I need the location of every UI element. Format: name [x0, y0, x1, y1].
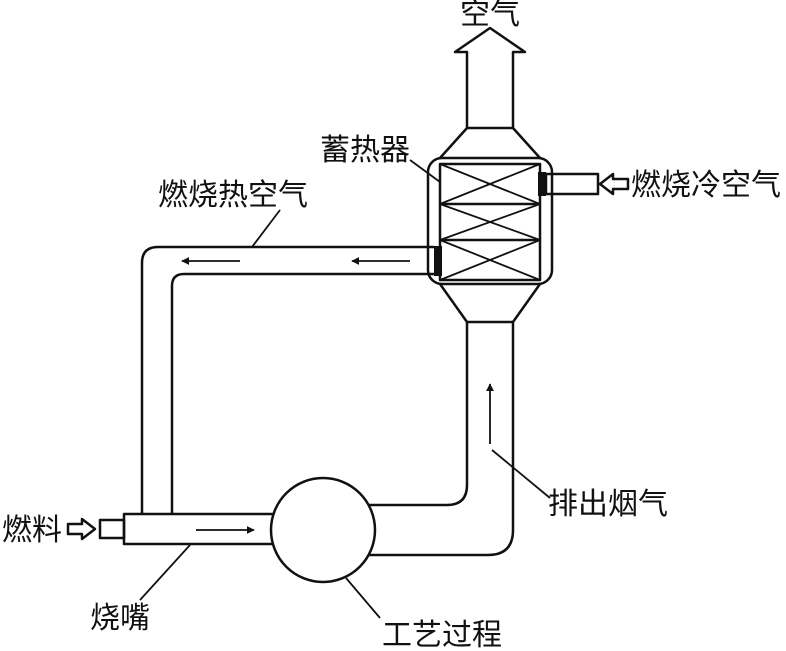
fuel-label: 燃料	[2, 513, 62, 548]
hot-air-flange	[434, 246, 442, 276]
exhaust-flue-gas-label: 排出烟气	[548, 487, 668, 522]
air-outlet-arrow	[453, 26, 527, 128]
leader-hot-air	[251, 209, 281, 248]
hot-air-duct	[140, 245, 434, 514]
leader-lines	[139, 159, 551, 619]
cold-air-inlet-pipe	[544, 172, 630, 196]
air-out-label: 空气	[460, 0, 520, 32]
cold-air-flange	[538, 172, 546, 196]
burner-pipe	[122, 512, 276, 546]
process-label: 工艺过程	[382, 618, 502, 651]
hot-combustion-air-label: 燃烧热空气	[158, 178, 308, 213]
regenerator-vessel	[426, 126, 554, 324]
fuel-inlet	[66, 517, 126, 541]
leader-flue-gas	[491, 449, 551, 499]
regenerator-label: 蓄热器	[320, 133, 410, 168]
flue-gas-duct	[368, 322, 515, 557]
leader-process	[345, 577, 381, 619]
leader-burner	[139, 544, 191, 601]
process-chamber	[269, 476, 377, 584]
regenerator-packing	[439, 163, 541, 281]
cold-combustion-air-label: 燃烧冷空气	[631, 168, 781, 203]
leader-regenerator	[409, 159, 441, 183]
burner-label: 烧嘴	[90, 601, 150, 636]
